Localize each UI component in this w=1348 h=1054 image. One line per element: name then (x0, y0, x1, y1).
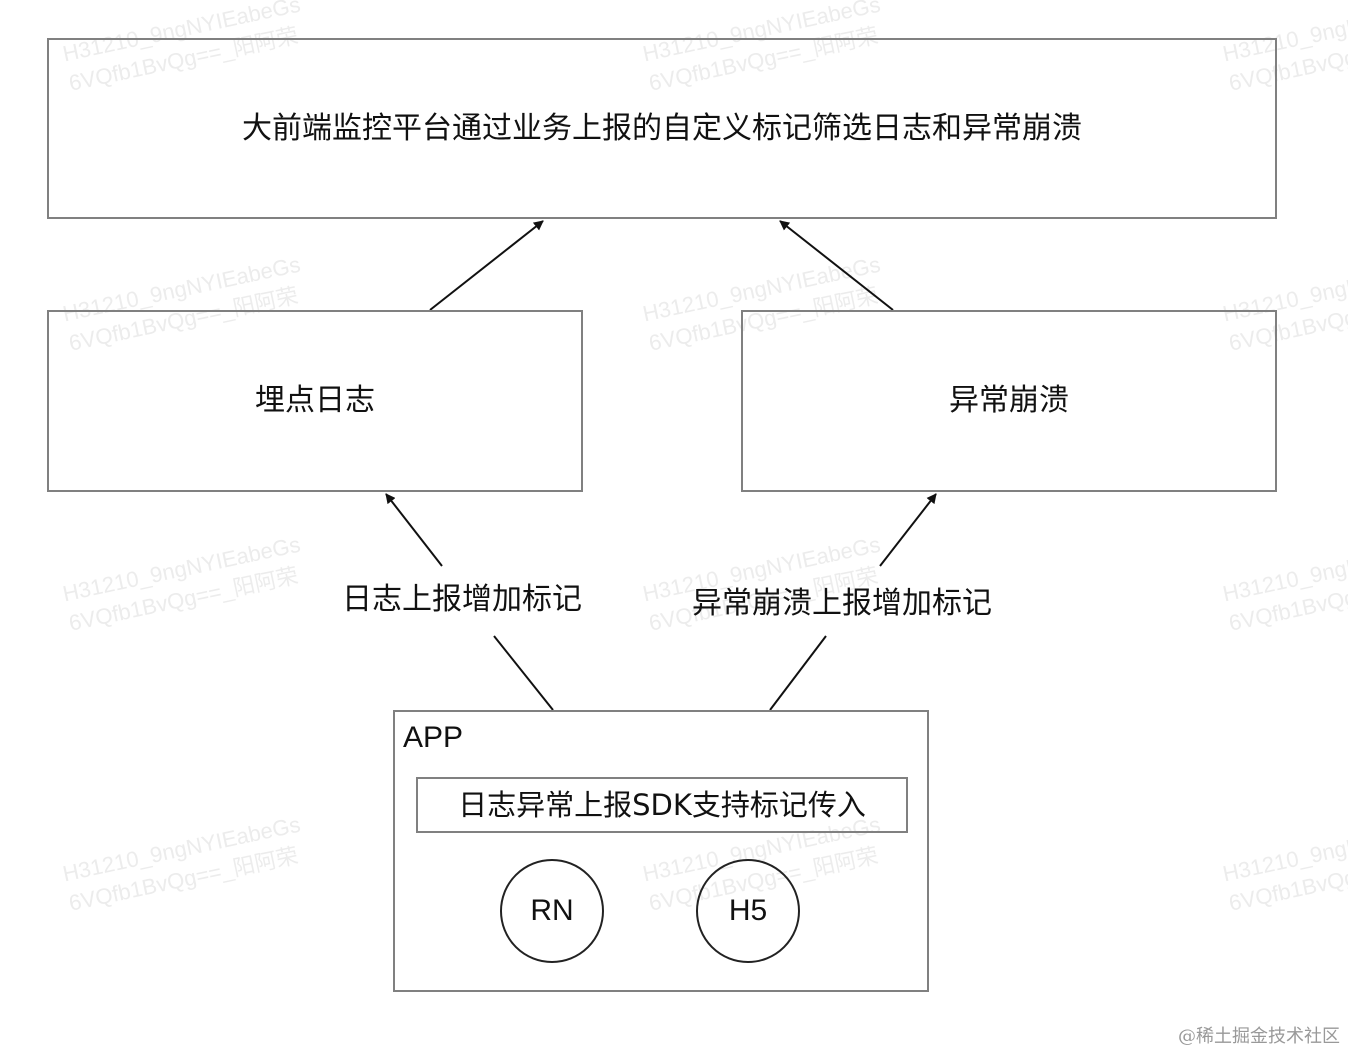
connector-app-to-log-label (493, 635, 554, 711)
arrow-log-to-platform (429, 220, 544, 311)
arrow-crash-to-platform (779, 220, 894, 311)
connector-app-to-crash-label (769, 635, 827, 711)
crash-edge-label: 异常崩溃上报增加标记 (692, 586, 992, 621)
sdk-box: 日志异常上报SDK支持标记传入 (416, 777, 908, 833)
site-credit: @稀土掘金技术社区 (1178, 1026, 1340, 1047)
arrow-label-to-log (385, 493, 443, 567)
arrow-label-to-crash (879, 493, 937, 567)
sdk-label: 日志异常上报SDK支持标记传入 (458, 788, 866, 822)
tracking-log-label: 埋点日志 (255, 383, 375, 418)
platform-label: 大前端监控平台通过业务上报的自定义标记筛选日志和异常崩溃 (242, 110, 1082, 146)
tracking-log-box: 埋点日志 (47, 310, 583, 492)
log-edge-label: 日志上报增加标记 (342, 582, 582, 617)
crash-box: 异常崩溃 (741, 310, 1277, 492)
rn-node: RN (500, 859, 604, 963)
app-title: APP (403, 721, 464, 754)
platform-box: 大前端监控平台通过业务上报的自定义标记筛选日志和异常崩溃 (47, 38, 1277, 219)
h5-node: H5 (696, 859, 800, 963)
crash-label: 异常崩溃 (949, 383, 1069, 418)
app-box: APP 日志异常上报SDK支持标记传入 RN H5 (393, 710, 929, 992)
